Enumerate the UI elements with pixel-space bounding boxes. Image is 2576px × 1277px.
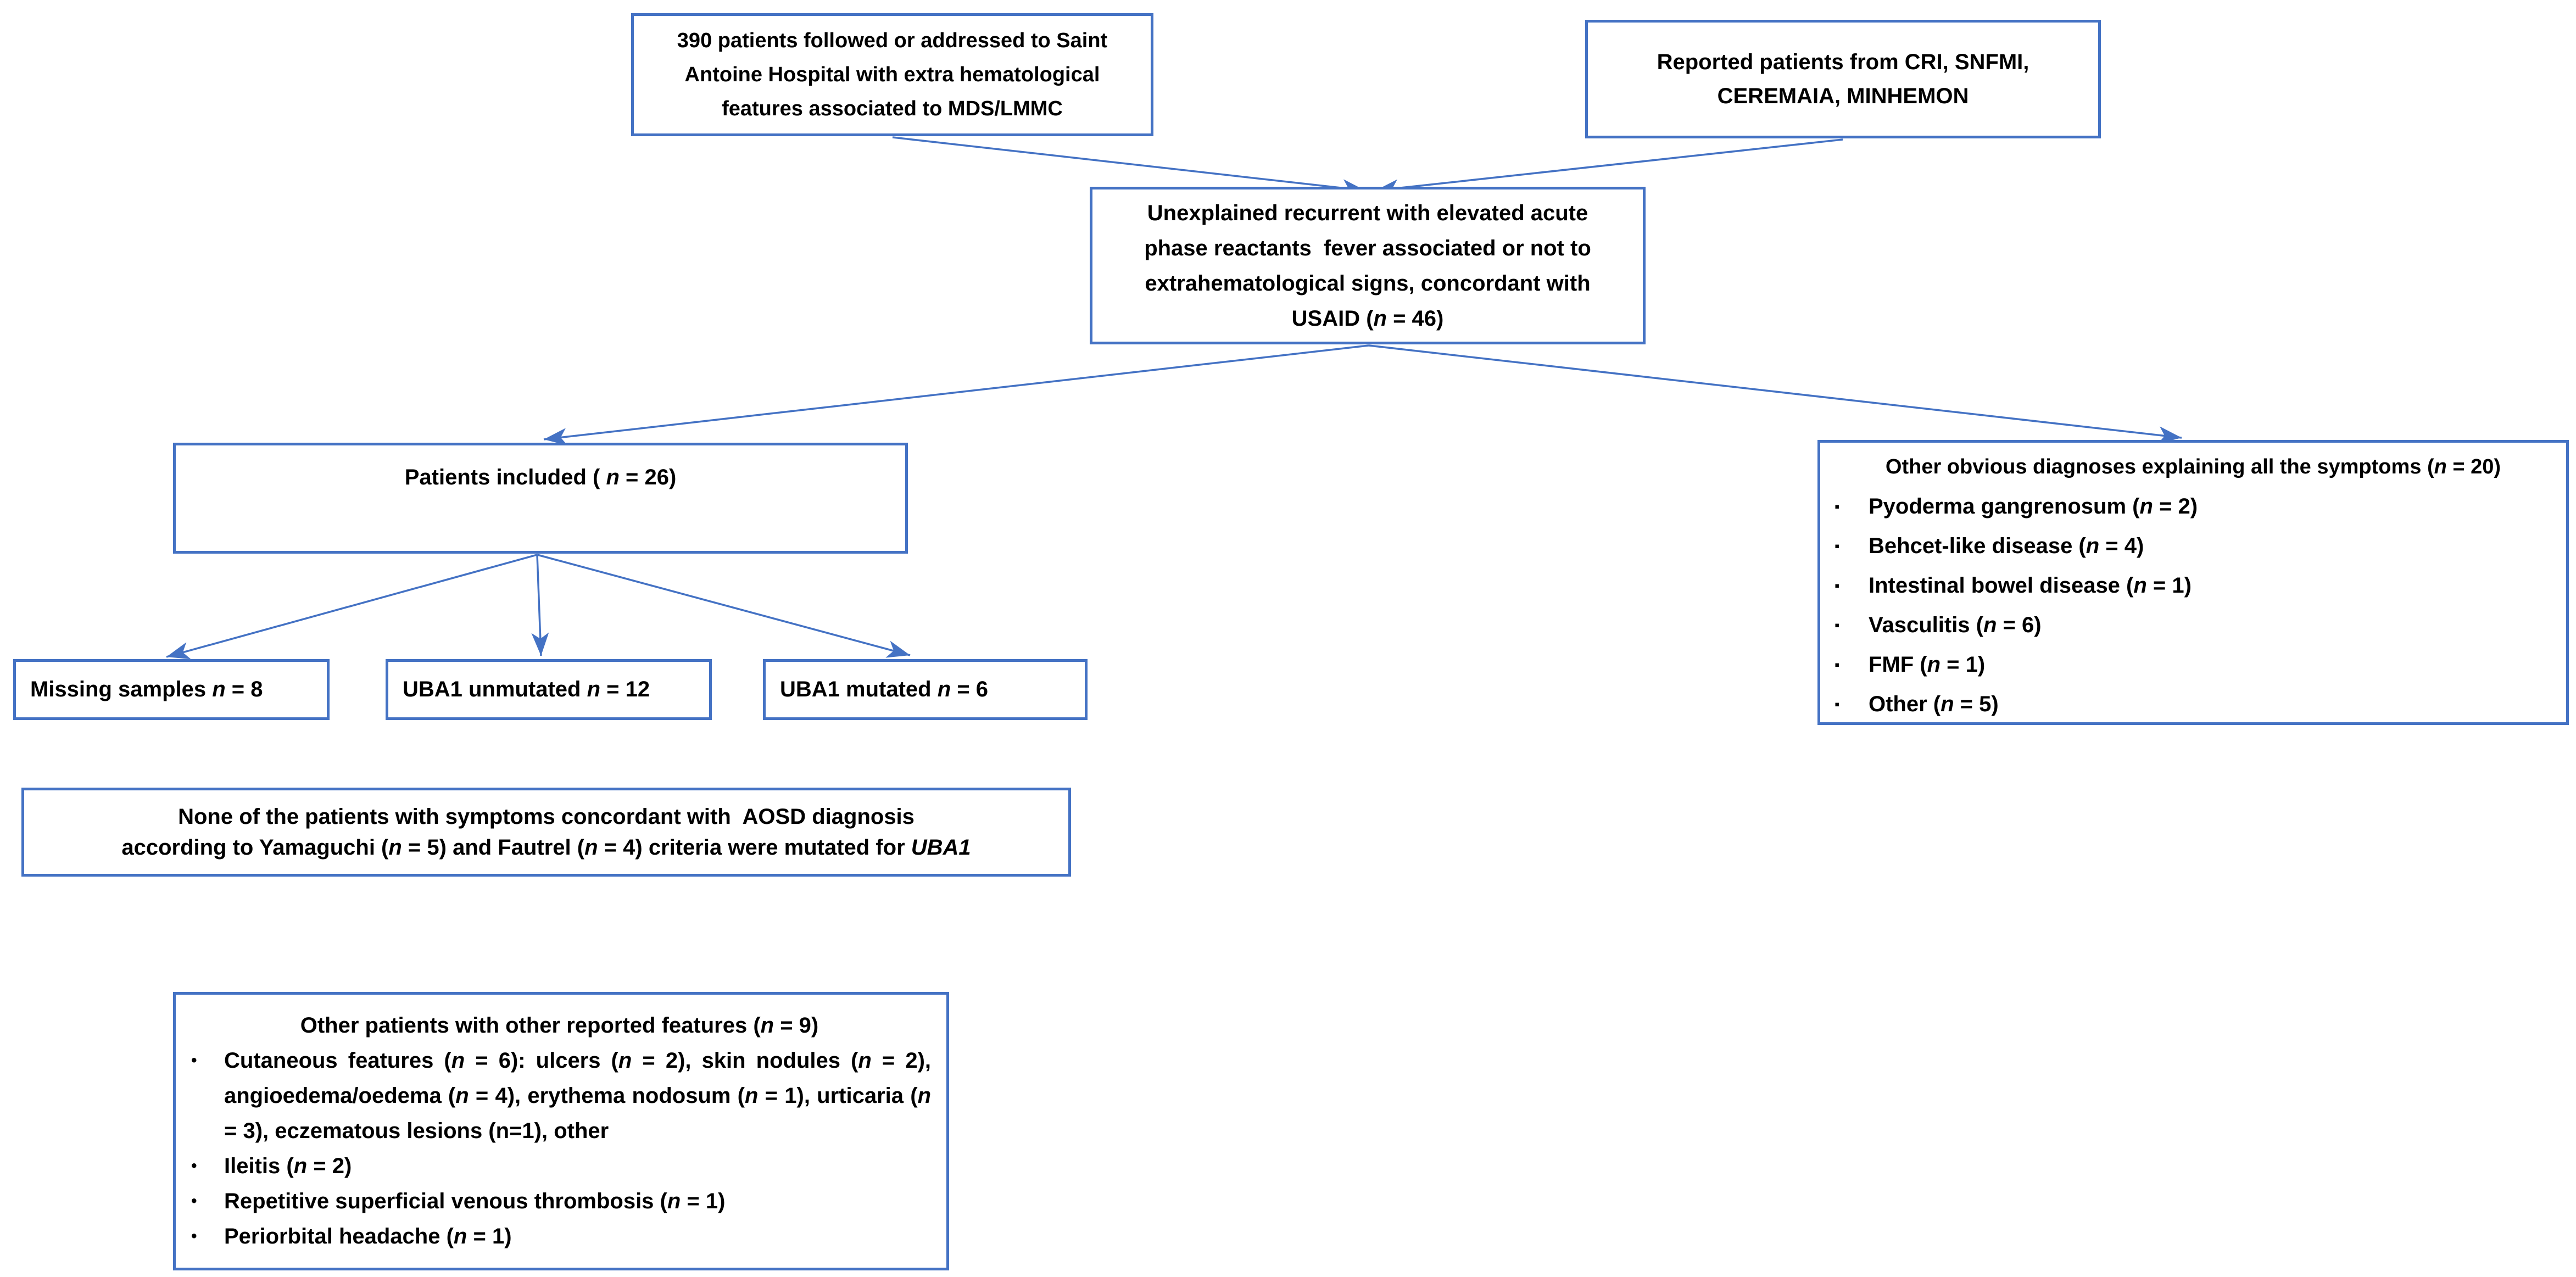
arrow-included-to-missing <box>166 554 538 660</box>
box-patients-included-label: Patients included ( n = 26) <box>404 465 677 489</box>
box-usaid-line-2: phase reactants fever associated or not … <box>1144 236 1591 260</box>
box-registry-line-2: CEREMAIA, MINHEMON <box>1717 84 1969 108</box>
box-registry-source: Reported patients from CRI, SNFMI, CEREM… <box>1585 20 2101 138</box>
box-hospital-source: 390 patients followed or addressed to Sa… <box>631 13 1153 136</box>
round-bullet-icon: • <box>191 1051 197 1069</box>
diagnosis-item-label: Vasculitis (n = 6) <box>1869 613 2042 637</box>
box-aosd-line-1: None of the patients with symptoms conco… <box>178 805 915 829</box>
list-item: ▪ Pyoderma gangrenosum (n = 2) <box>1831 487 2555 526</box>
round-bullet-icon: • <box>191 1192 197 1210</box>
square-bullet-icon: ▪ <box>1835 538 1840 554</box>
square-bullet-icon: ▪ <box>1835 617 1840 633</box>
list-item: • Ileitis (n = 2) <box>188 1148 931 1184</box>
box-uba1-mutated-label: UBA1 mutated n = 6 <box>780 677 988 701</box>
round-bullet-icon: • <box>191 1227 197 1245</box>
box-uba1-mutated: UBA1 mutated n = 6 <box>763 659 1088 720</box>
list-item: ▪ Vasculitis (n = 6) <box>1831 605 2555 645</box>
list-item: • Repetitive superficial venous thrombos… <box>188 1184 931 1219</box>
diagnosis-item-label: FMF (n = 1) <box>1869 653 1986 677</box>
feature-item-label: Repetitive superficial venous thrombosis… <box>224 1189 726 1213</box>
box-missing-samples-label: Missing samples n = 8 <box>30 677 263 701</box>
arrow-hospital-to-usaid <box>892 136 1366 197</box>
diagnosis-item-label: Behcet-like disease (n = 4) <box>1869 534 2144 558</box>
list-item: ▪ Other (n = 5) <box>1831 684 2555 724</box>
list-item: ▪ Behcet-like disease (n = 4) <box>1831 526 2555 566</box>
box-registry-line-1: Reported patients from CRI, SNFMI, <box>1657 50 2029 74</box>
box-uba1-unmutated: UBA1 unmutated n = 12 <box>386 659 712 720</box>
arrow-usaid-to-diagnoses <box>1368 344 2182 444</box>
box-usaid-line-3: extrahematological signs, concordant wit… <box>1145 271 1591 295</box>
round-bullet-icon: • <box>191 1157 197 1175</box>
box-other-diagnoses-title: Other obvious diagnoses explaining all t… <box>1885 455 2501 478</box>
box-hospital-line-3: features associated to MDS/LMMC <box>722 97 1063 120</box>
feature-item-label: Periorbital headache (n = 1) <box>224 1224 512 1248</box>
square-bullet-icon: ▪ <box>1835 696 1840 712</box>
list-item: ▪ FMF (n = 1) <box>1831 645 2555 684</box>
box-other-features-title: Other patients with other reported featu… <box>300 1013 819 1038</box>
square-bullet-icon: ▪ <box>1835 577 1840 594</box>
diagnosis-item-label: Other (n = 5) <box>1869 692 1999 716</box>
arrow-included-to-mutated <box>537 554 911 658</box>
arrow-registries-to-usaid <box>1375 138 1843 197</box>
box-usaid-criteria: Unexplained recurrent with elevated acut… <box>1090 187 1646 344</box>
list-item: ▪ Intestinal bowel disease (n = 1) <box>1831 566 2555 605</box>
diagnosis-item-label: Pyoderma gangrenosum (n = 2) <box>1869 494 2198 518</box>
diagnosis-item-label: Intestinal bowel disease (n = 1) <box>1869 573 2192 598</box>
box-hospital-line-2: Antoine Hospital with extra hematologica… <box>684 63 1100 86</box>
box-missing-samples: Missing samples n = 8 <box>13 659 330 720</box>
feature-item-label: Ileitis (n = 2) <box>224 1154 352 1178</box>
box-aosd-line-2: according to Yamaguchi (n = 5) and Fautr… <box>121 835 971 860</box>
box-other-features: Other patients with other reported featu… <box>173 992 949 1270</box>
list-item: • Periorbital headache (n = 1) <box>188 1219 931 1254</box>
box-patients-included: Patients included ( n = 26) <box>173 443 908 554</box>
feature-item-label: Cutaneous features (n = 6): ulcers (n = … <box>224 1049 932 1143</box>
arrow-usaid-to-included <box>543 344 1369 446</box>
box-usaid-line-1: Unexplained recurrent with elevated acut… <box>1147 200 1588 225</box>
arrow-included-to-unmutated <box>531 554 549 656</box>
box-usaid-line-4: USAID (n = 46) <box>1291 306 1444 331</box>
box-aosd-note: None of the patients with symptoms conco… <box>21 788 1071 877</box>
square-bullet-icon: ▪ <box>1835 656 1840 673</box>
box-hospital-line-1: 390 patients followed or addressed to Sa… <box>677 29 1108 52</box>
box-uba1-unmutated-label: UBA1 unmutated n = 12 <box>403 677 650 701</box>
square-bullet-icon: ▪ <box>1835 498 1840 515</box>
box-other-diagnoses: Other obvious diagnoses explaining all t… <box>1817 440 2569 725</box>
list-item: • Cutaneous features (n = 6): ulcers (n … <box>188 1043 931 1148</box>
